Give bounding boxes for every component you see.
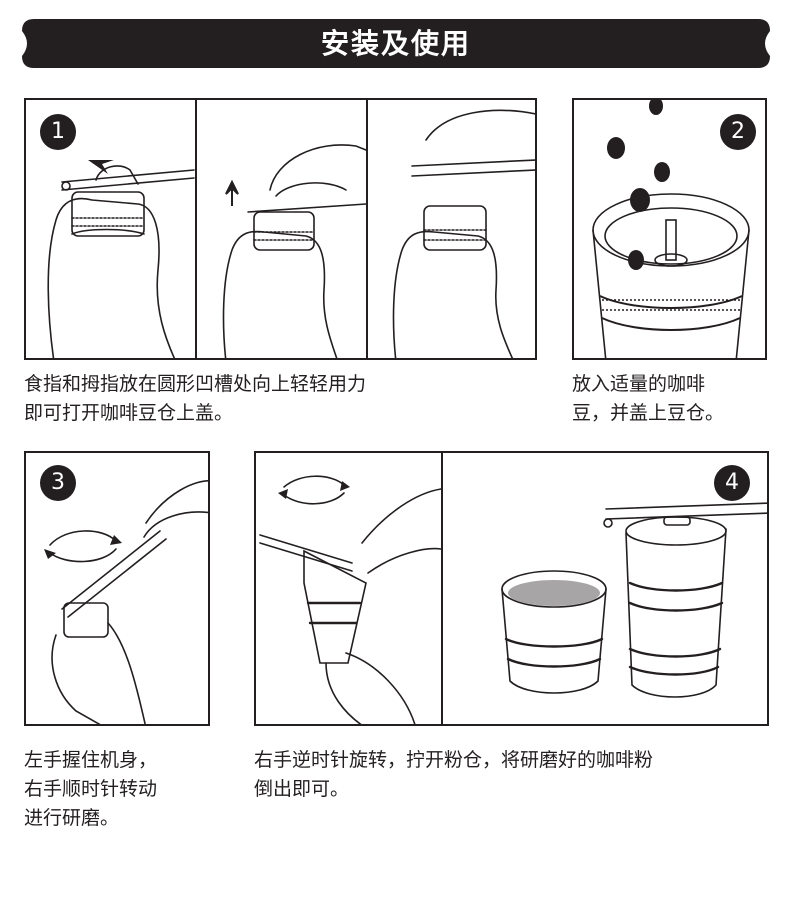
- step-3-illustration: [44, 480, 208, 724]
- step-3-badge: 3: [40, 465, 76, 501]
- step-4-divider: [441, 453, 443, 724]
- step-4-badge: 4: [714, 465, 750, 501]
- step-2-caption: 放入适量的咖啡 豆，并盖上豆仓。: [572, 370, 724, 428]
- step-3-caption-line-1: 左手握住机身，: [24, 749, 158, 771]
- step-4-caption-line-1: 右手逆时针旋转，拧开粉仓，将研磨好的咖啡粉: [254, 749, 654, 771]
- step-2-caption-line-1: 放入适量的咖啡: [572, 373, 706, 395]
- step-2-caption-line-2: 豆，并盖上豆仓。: [572, 402, 725, 424]
- rotate-arrow-bottom-4: [283, 492, 345, 505]
- page-title: 安装及使用: [320, 27, 471, 60]
- step-1-badge: 1: [40, 114, 76, 150]
- step-3-caption-line-2: 右手顺时针转动: [24, 778, 158, 800]
- step-1-caption-line-2: 即可打开咖啡豆仓上盖。: [24, 402, 234, 424]
- coffee-bean-icons: [607, 100, 670, 270]
- step-4-caption: 右手逆时针旋转，拧开粉仓，将研磨好的咖啡粉 倒出即可。: [254, 746, 653, 804]
- step-4-illustration: [259, 475, 767, 724]
- step-3-panel: 3: [24, 451, 210, 726]
- step-1-caption: 食指和拇指放在圆形凹槽处向上轻轻用力 即可打开咖啡豆仓上盖。: [24, 370, 366, 428]
- step-2-panel: 2: [572, 98, 767, 360]
- rotate-arrow-top: [49, 530, 117, 546]
- title-banner: 安装及使用: [22, 19, 770, 68]
- step-1-caption-line-1: 食指和拇指放在圆形凹槽处向上轻轻用力: [24, 373, 367, 395]
- step-4-caption-line-2: 倒出即可。: [254, 778, 350, 800]
- step-2-illustration: [592, 100, 750, 358]
- banner-shape: [22, 19, 770, 68]
- step-1-illustration: [47, 109, 535, 358]
- rotate-arrow-top-4: [283, 475, 345, 488]
- step-1-divider-a: [195, 100, 197, 358]
- step-3-caption: 左手握住机身， 右手顺时针转动 进行研磨。: [24, 746, 157, 833]
- rotate-arrow-bottom: [49, 548, 117, 563]
- step-4-panel: 4: [254, 451, 769, 726]
- step-2-badge: 2: [720, 114, 756, 150]
- step-1-divider-b: [366, 100, 368, 358]
- step-1-panel: 1: [24, 98, 537, 360]
- step-3-caption-line-3: 进行研磨。: [24, 807, 120, 829]
- coffee-powder: [508, 580, 600, 606]
